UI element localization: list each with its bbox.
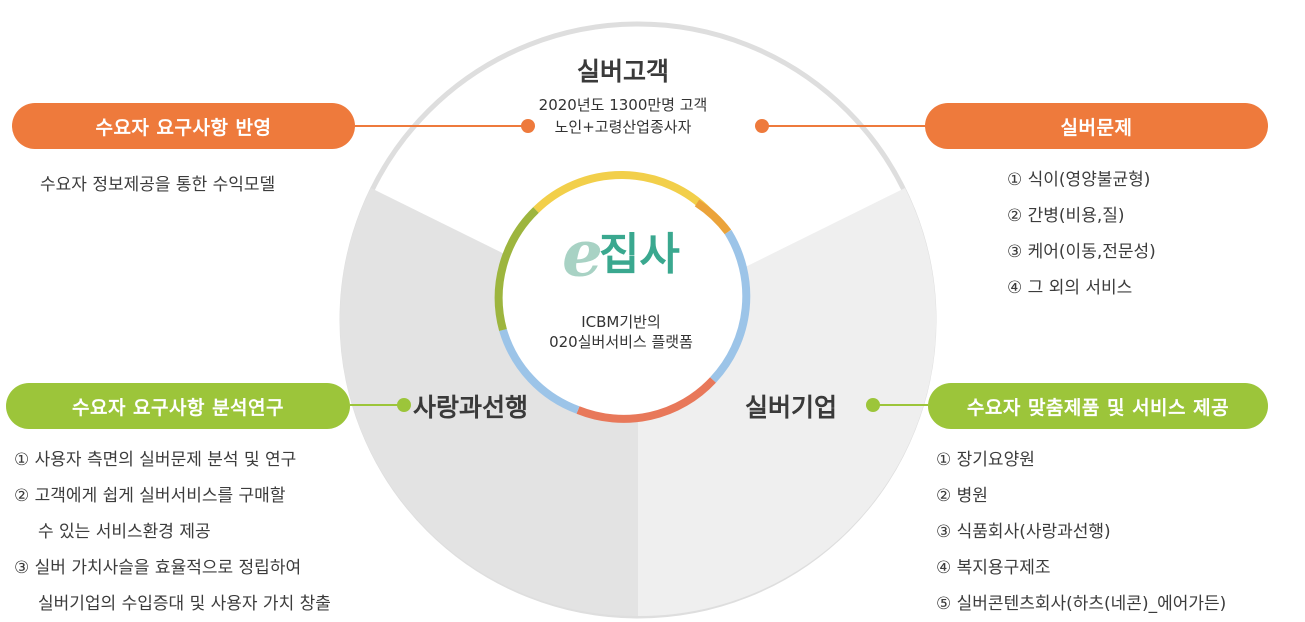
- ring-red-arc: [576, 377, 716, 423]
- top-block: 실버고객 2020년도 1300만명 고객 노인+고령산업종사자: [488, 52, 758, 138]
- list-item: ③ 실버 가치사슬을 효율적으로 정립하여: [14, 558, 302, 578]
- top-title: 실버고객: [576, 57, 669, 86]
- connector-dot-top-left: [521, 119, 535, 133]
- pill-custom-service: 수요자 맞춤제품 및 서비스 제공: [928, 383, 1268, 429]
- center-line-2: 020실버서비스 플랫폼: [549, 333, 693, 351]
- pill-demand-reflect: 수요자 요구사항 반영: [12, 103, 355, 149]
- list-item: ② 병원: [936, 486, 988, 506]
- list-item: ① 장기요양원: [936, 450, 1035, 470]
- top-line-2: 노인+고령산업종사자: [554, 118, 692, 136]
- silver-problem-list: ① 식이(영양불균형) ② 간병(비용,질) ③ 케어(이동,전문성) ④ 그 …: [1007, 162, 1156, 306]
- list-item: ① 식이(영양불균형): [1007, 170, 1151, 190]
- logo-e-mark: e: [562, 216, 603, 292]
- logo-text: 집사: [598, 228, 680, 280]
- list-item: 실버기업의 수입증대 및 사용자 가치 창출: [38, 594, 331, 614]
- ring-blue-arc: [710, 229, 751, 383]
- logo: e집사: [520, 222, 722, 286]
- segment-label-right: 실버기업: [745, 393, 838, 422]
- ring-orange-arc: [694, 199, 732, 235]
- center-block: e집사 ICBM기반의 020실버서비스 플랫폼: [520, 222, 722, 352]
- list-item: ② 간병(비용,질): [1007, 206, 1125, 226]
- demand-analysis-list: ① 사용자 측면의 실버문제 분석 및 연구 ② 고객에게 쉽게 실버서비스를 …: [14, 442, 331, 622]
- list-item: ② 고객에게 쉽게 실버서비스를 구매할: [14, 486, 286, 506]
- top-line-1: 2020년도 1300만명 고객: [538, 96, 708, 114]
- list-item: ① 사용자 측면의 실버문제 분석 및 연구: [14, 450, 297, 470]
- list-item: ③ 케어(이동,전문성): [1007, 242, 1156, 262]
- ring-lightblue-arc: [499, 328, 580, 414]
- list-item: 수 있는 서비스환경 제공: [38, 522, 211, 542]
- connector-dot-bottom-right: [866, 398, 880, 412]
- pill-demand-analysis: 수요자 요구사항 분석연구: [6, 383, 350, 429]
- connector-dot-top-right: [755, 119, 769, 133]
- connector-dot-bottom-left: [397, 398, 411, 412]
- list-item: ③ 식품회사(사랑과선행): [936, 522, 1111, 542]
- list-item: ⑤ 실버콘텐츠회사(하츠(네콘)_에어가든): [936, 594, 1227, 614]
- list-item: ④ 그 외의 서비스: [1007, 278, 1133, 298]
- ring-yellow-arc: [533, 171, 712, 215]
- left-top-desc: 수요자 정보제공을 통한 수익모델: [40, 175, 276, 195]
- ring-olive-arc: [494, 207, 539, 332]
- inner-disc: [499, 175, 743, 419]
- list-item: ④ 복지용구제조: [936, 558, 1051, 578]
- pill-silver-problem: 실버문제: [925, 103, 1268, 149]
- center-line-1: ICBM기반의: [581, 313, 661, 331]
- custom-service-list: ① 장기요양원 ② 병원 ③ 식품회사(사랑과선행) ④ 복지용구제조 ⑤ 실버…: [936, 442, 1226, 622]
- segment-label-left: 사랑과선행: [413, 393, 529, 422]
